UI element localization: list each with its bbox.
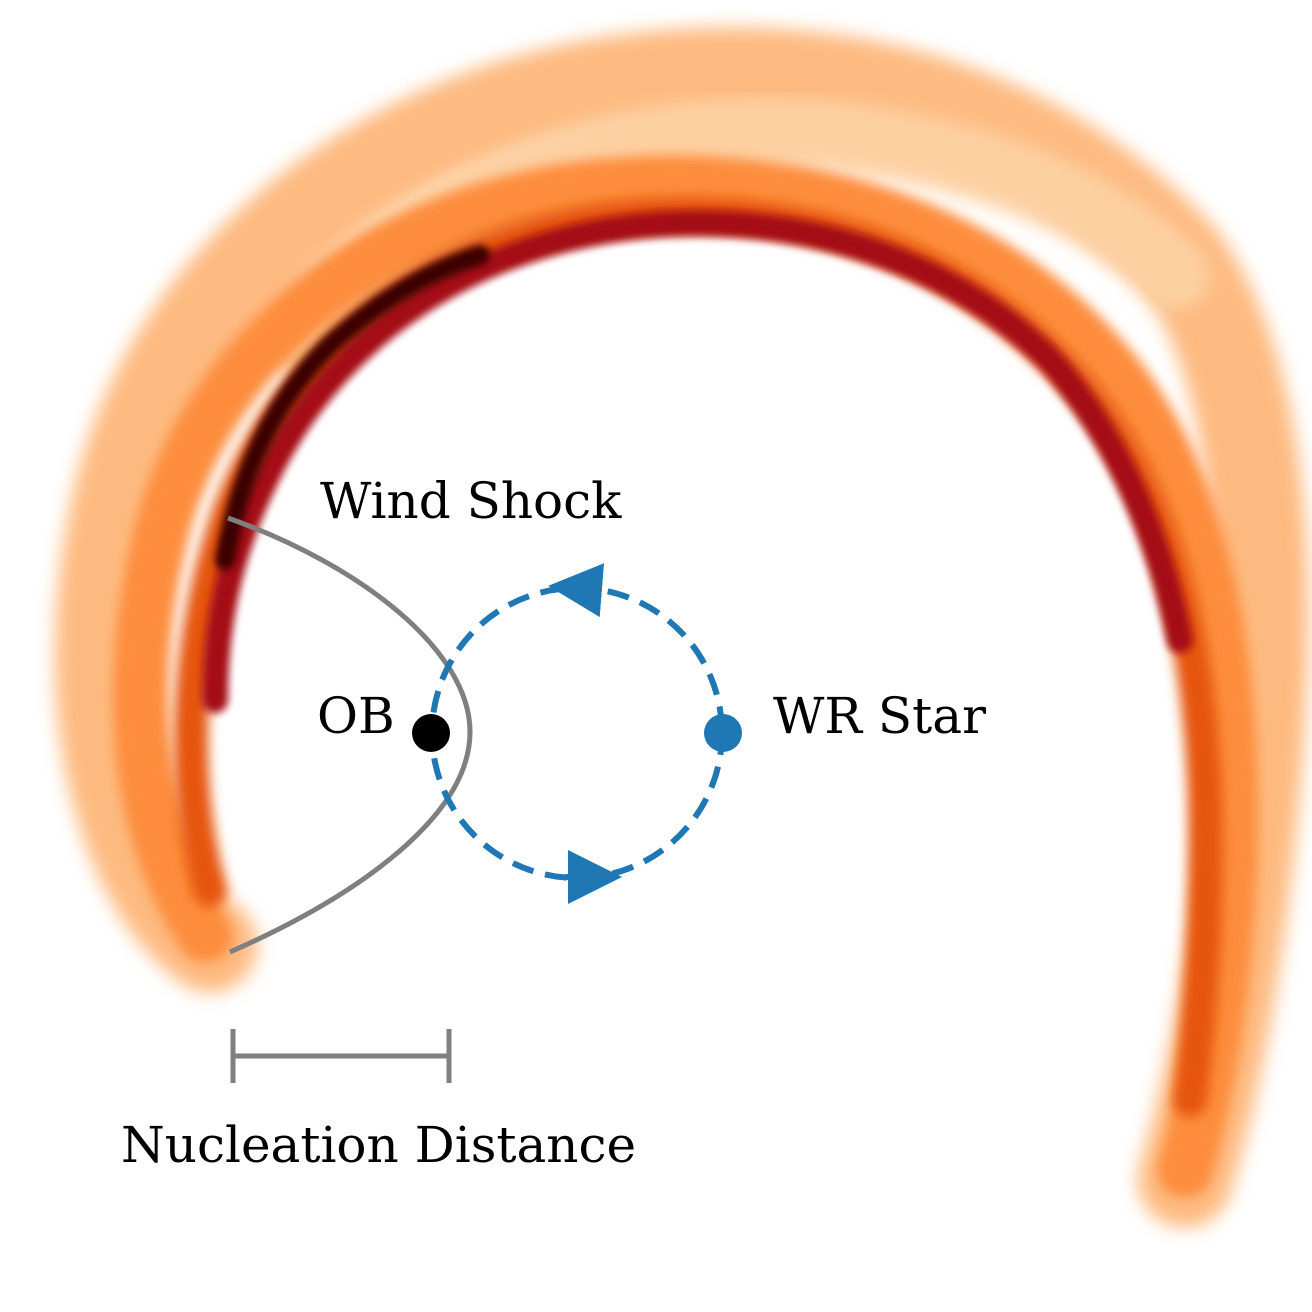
dust-plume [54, 27, 1309, 1228]
wr-star-label: WR Star [773, 687, 986, 745]
dust-band-mid [113, 155, 1259, 1198]
orbit-arrow-top [548, 563, 605, 618]
dust-ridge-peak [215, 245, 490, 570]
ob-label: OB [317, 687, 395, 745]
wind-shock-label: Wind Shock [320, 472, 622, 530]
wind-shock-curve [227, 515, 473, 955]
wr-star [704, 714, 742, 752]
orbit-path [429, 585, 725, 881]
nucleation-scale-bar [230, 1029, 452, 1083]
dust-ridge-dark [202, 210, 1193, 713]
nucleation-distance-label: Nucleation Distance [121, 1116, 636, 1174]
orbit [429, 563, 725, 904]
ob-star [412, 714, 450, 752]
